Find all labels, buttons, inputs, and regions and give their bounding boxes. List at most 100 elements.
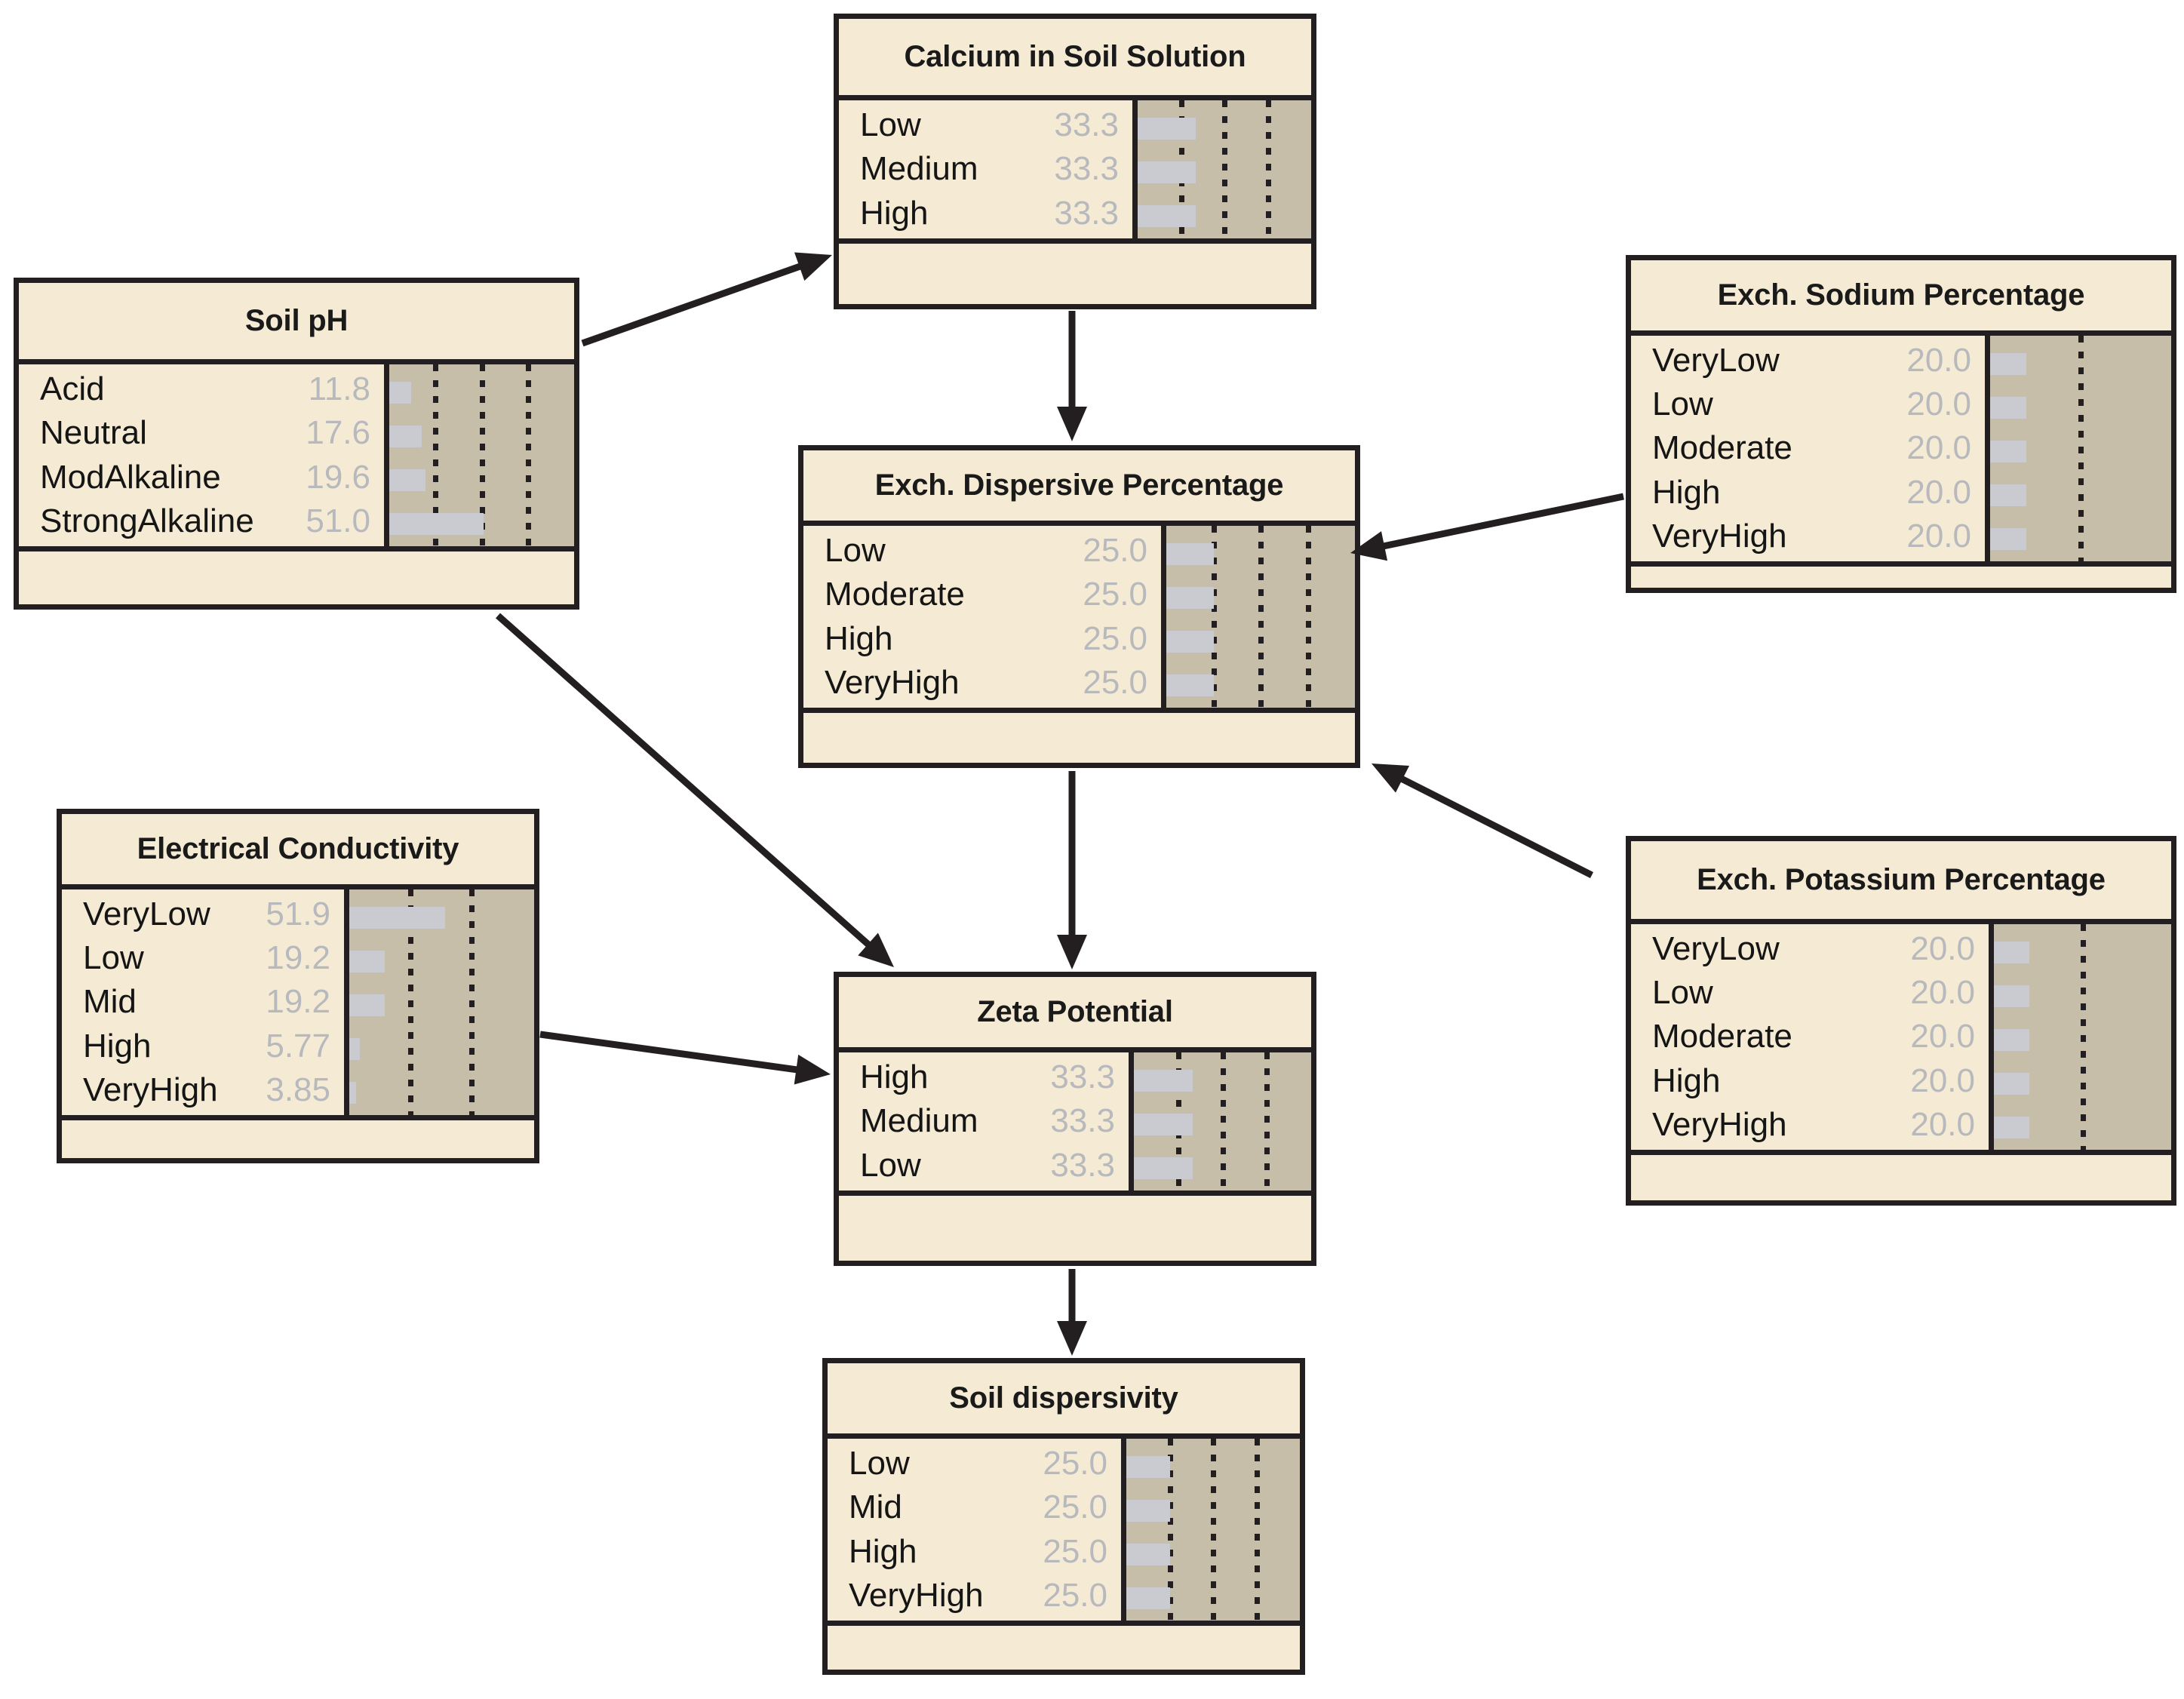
probability-bar: [349, 1038, 360, 1060]
state-row[interactable]: Moderate 20.0: [1631, 426, 1985, 470]
probability-bar: [349, 951, 385, 972]
probability-bar-chart: [1138, 100, 1311, 238]
state-label: Medium: [860, 1102, 978, 1140]
state-probability-value: 25.0: [1043, 1576, 1107, 1614]
state-label: Low: [83, 939, 144, 977]
state-label: Neutral: [40, 414, 147, 452]
state-label: Moderate: [1652, 429, 1792, 467]
state-probability-value: 20.0: [1906, 429, 1971, 467]
node-footer: [1631, 1155, 2171, 1200]
chart-gridline: [1211, 1439, 1216, 1621]
chart-gridline: [468, 889, 475, 1115]
probability-bar-chart: [389, 364, 574, 546]
chart-gridline: [1167, 1439, 1173, 1621]
state-probability-value: 25.0: [1043, 1532, 1107, 1570]
state-probability-value: 11.8: [308, 370, 370, 408]
probability-bar: [1994, 1117, 2029, 1138]
state-row[interactable]: Mid 25.0: [828, 1485, 1121, 1529]
state-probability-value: 33.3: [1050, 1146, 1115, 1184]
state-probability-value: 20.0: [1906, 386, 1971, 423]
chart-gridline: [433, 364, 439, 546]
chart-gridline: [1264, 1052, 1270, 1191]
state-probability-value: 25.0: [1043, 1445, 1107, 1482]
state-label: VeryHigh: [849, 1576, 984, 1614]
state-probability-value: 19.6: [306, 458, 370, 496]
state-probability-value: 33.3: [1050, 1058, 1115, 1096]
state-label: Acid: [40, 370, 105, 408]
node-title: Soil dispersivity: [828, 1363, 1300, 1439]
state-probability-value: 25.0: [1083, 532, 1147, 570]
state-label: High: [825, 619, 893, 657]
state-probability-value: 33.3: [1054, 150, 1119, 188]
state-probability-value: 33.3: [1054, 106, 1119, 144]
probability-bar: [1126, 1500, 1170, 1522]
node-footer: [839, 1196, 1311, 1261]
probability-bar: [1134, 1070, 1193, 1092]
chart-gridline: [407, 889, 413, 1115]
chart-gridline: [1254, 1439, 1260, 1621]
state-probability-value: 25.0: [1043, 1489, 1107, 1526]
probability-bar: [349, 994, 385, 1016]
state-label: Mid: [849, 1489, 902, 1526]
state-label: VeryHigh: [83, 1071, 218, 1108]
state-probability-value: 51.0: [306, 502, 370, 539]
state-probability-value: 20.0: [1910, 1018, 1975, 1055]
probability-bar: [1994, 1073, 2029, 1095]
node-title: Electrical Conductivity: [62, 814, 534, 889]
chart-gridline: [525, 364, 531, 546]
state-row[interactable]: Acid 11.8: [19, 367, 384, 411]
state-probability-value: 20.0: [1906, 517, 1971, 555]
state-probability-value: 5.77: [266, 1027, 330, 1065]
probability-bar: [1134, 1114, 1193, 1135]
state-row[interactable]: VeryHigh 25.0: [828, 1574, 1121, 1618]
probability-bar: [1990, 484, 2026, 506]
probability-bar: [389, 469, 425, 491]
probability-bar: [1166, 543, 1214, 565]
state-label: Low: [1652, 974, 1713, 1012]
chart-gridline: [1305, 526, 1311, 708]
